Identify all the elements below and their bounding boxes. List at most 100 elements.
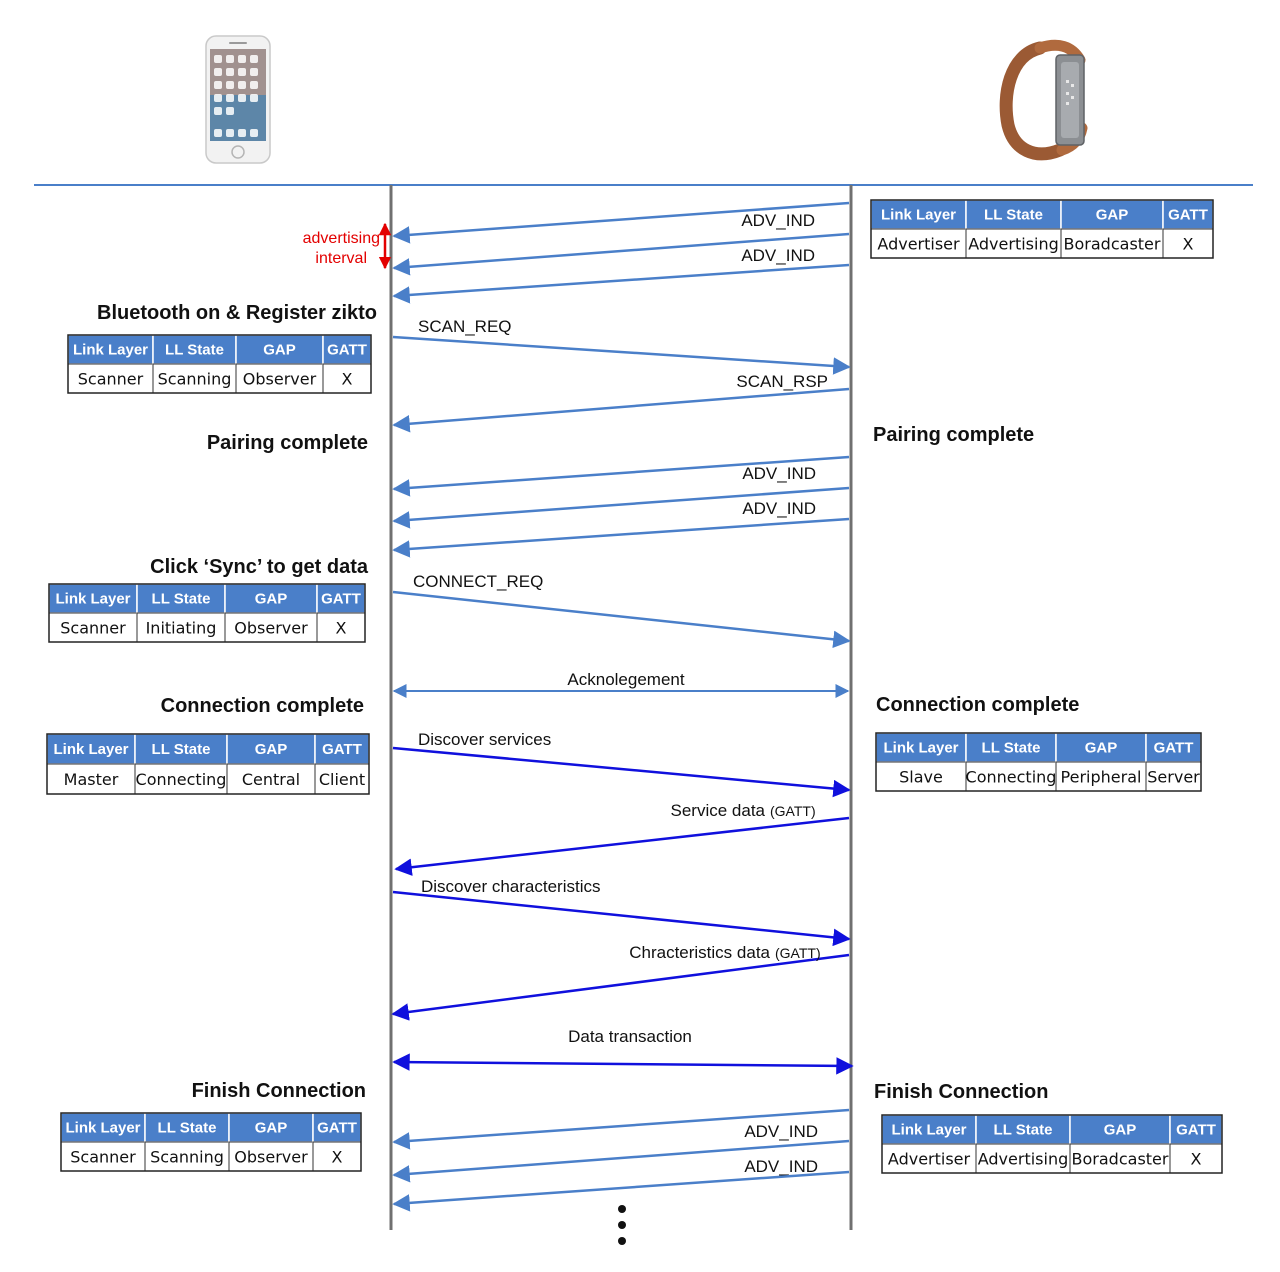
table-value-cell: [870, 228, 967, 259]
table-header-text: GAP: [255, 1120, 288, 1137]
adv-arrow-2: [392, 232, 850, 276]
characteristics-data-arrow: [391, 953, 850, 1021]
finish-connection-right: Finish Connection: [874, 1081, 1048, 1103]
characteristics-data-label: Chracteristics data: [629, 943, 770, 962]
table-value-text: X: [1183, 235, 1194, 254]
table-value-cell: [312, 1141, 362, 1172]
adv-label-1: ADV_IND: [741, 211, 815, 230]
scan-rsp-label: SCAN_RSP: [736, 372, 828, 391]
connection-complete-left: Connection complete: [161, 695, 364, 717]
table-value-text: X: [332, 1148, 343, 1167]
table-value-cell: [1069, 1143, 1171, 1174]
table-value-cell: [228, 1141, 314, 1172]
table-header-text: LL State: [152, 591, 211, 608]
adv-label-2: ADV_IND: [741, 246, 815, 265]
table-value-text: Peripheral: [1061, 768, 1142, 787]
table-header-text: GAP: [1085, 740, 1118, 757]
scan-req-label: SCAN_REQ: [418, 317, 512, 336]
table-header-cell: [316, 583, 366, 614]
connection-complete-right: Connection complete: [876, 694, 1079, 716]
advertising-interval-label: advertising: [303, 230, 380, 247]
table-header-text: Link Layer: [881, 207, 956, 224]
table-value-text: Advertiser: [877, 235, 960, 254]
table-header-text: GAP: [1096, 207, 1129, 224]
adv-label-5: ADV_IND: [744, 1122, 818, 1141]
table-border: [875, 732, 1202, 792]
discover-characteristics-label: Discover characteristics: [421, 877, 601, 896]
table-value-text: Boradcaster: [1072, 1150, 1169, 1169]
table-header-text: LL State: [984, 207, 1043, 224]
table-header-cell: [46, 733, 136, 765]
connect-req-label: CONNECT_REQ: [413, 572, 543, 591]
table-value-cell: [144, 1141, 230, 1172]
click-sync-heading: Click ‘Sync’ to get data: [150, 556, 369, 578]
table-header-cell: [1069, 1114, 1171, 1145]
table-header-text: Link Layer: [55, 591, 130, 608]
table-value-cell: [1169, 1143, 1223, 1174]
table-header-text: LL State: [165, 342, 224, 359]
ack-label: Acknolegement: [567, 670, 684, 689]
table-value-cell: [224, 612, 318, 643]
table-header-text: GATT: [322, 741, 362, 758]
scan-req-arrow: [392, 335, 851, 375]
adv-arrow-4: [392, 455, 850, 497]
continuation-dots: [618, 1205, 626, 1245]
discover-services-label: Discover services: [418, 730, 551, 749]
data-transaction-label: Data transaction: [568, 1027, 692, 1046]
adv-arrow-1: [392, 201, 850, 244]
table-value-text: X: [336, 619, 347, 638]
adv-arrow-3: [392, 263, 850, 304]
table-header-text: GATT: [1154, 740, 1194, 757]
adv-arrow-9: [392, 1170, 850, 1212]
table-value-text: Scanner: [70, 1148, 136, 1167]
table-value-text: Client: [319, 770, 365, 789]
table-header-text: Link Layer: [73, 342, 148, 359]
table-header-cell: [224, 583, 318, 614]
table-value-cell: [975, 1143, 1071, 1174]
table-header-text: GATT: [327, 342, 367, 359]
characteristics-data-gatt: (GATT): [775, 945, 821, 961]
adv-label-3: ADV_IND: [742, 464, 816, 483]
table-header-cell: [314, 733, 370, 765]
table-header-text: GAP: [255, 591, 288, 608]
table-value-cell: [314, 763, 370, 795]
adv-arrow-8: [392, 1139, 850, 1183]
table-value-text: Initiating: [146, 619, 217, 638]
table-header-text: Link Layer: [891, 1122, 966, 1139]
table-header-text: Link Layer: [883, 740, 958, 757]
table-value-text: Observer: [234, 1148, 308, 1167]
table-header-cell: [965, 732, 1057, 763]
table-border: [60, 1112, 362, 1172]
table-value-cell: [235, 363, 324, 394]
table-header-text: GAP: [1104, 1122, 1137, 1139]
adv-arrow-5: [392, 486, 850, 529]
table-header-text: LL State: [158, 1120, 217, 1137]
scan-rsp-arrow: [392, 387, 850, 433]
table-header-cell: [235, 334, 324, 365]
pairing-complete-left: Pairing complete: [207, 432, 368, 454]
table-header-text: GAP: [263, 342, 296, 359]
table-value-text: Scanner: [60, 619, 126, 638]
table-header-cell: [1145, 732, 1202, 763]
advertising-interval-label-2: interval: [315, 250, 367, 267]
table-value-cell: [1145, 761, 1202, 792]
table-header-cell: [875, 732, 967, 763]
table-value-cell: [316, 612, 366, 643]
table-header-text: GATT: [1168, 207, 1208, 224]
discover-services-arrow: [392, 746, 851, 798]
table-value-text: Observer: [243, 370, 317, 389]
table-value-cell: [875, 761, 967, 792]
table-value-text: Master: [64, 770, 119, 789]
table-header-text: LL State: [982, 740, 1041, 757]
table-header-text: GATT: [321, 591, 361, 608]
table-header-text: LL State: [994, 1122, 1053, 1139]
table-value-text: Scanning: [150, 1148, 224, 1167]
table-header-text: Link Layer: [53, 741, 128, 758]
wristband-icon: [999, 39, 1088, 161]
table-value-cell: [48, 612, 138, 643]
table-border: [46, 733, 370, 795]
